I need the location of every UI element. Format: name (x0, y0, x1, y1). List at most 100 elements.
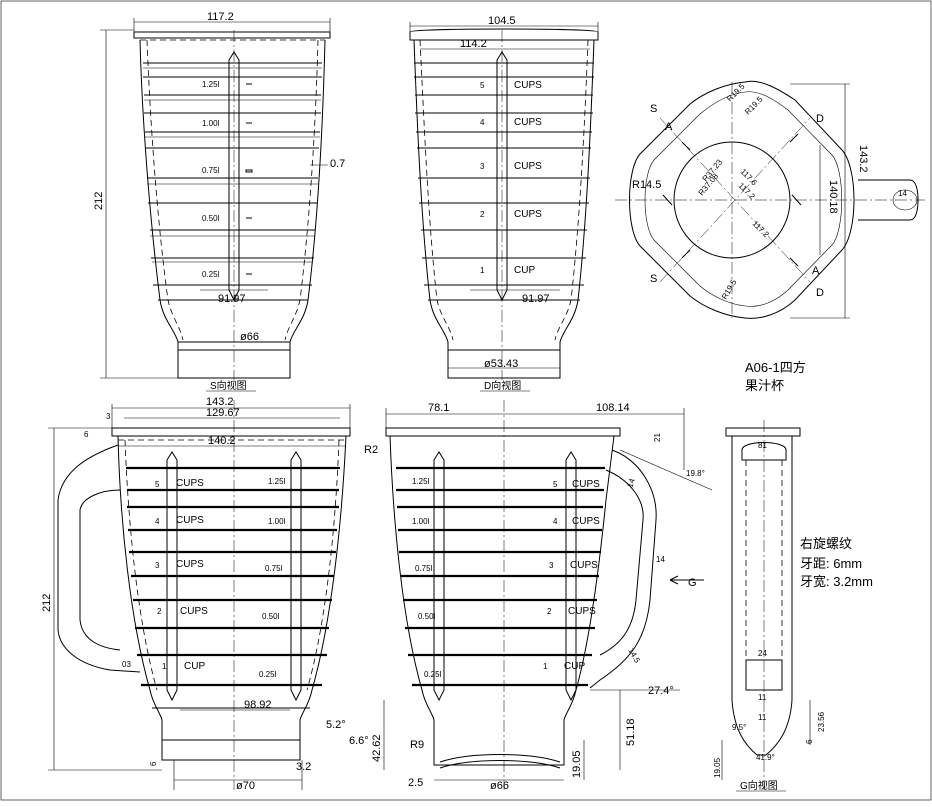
s-view-scale-ticks (245, 83, 253, 275)
top-view-handle-dim: 14 (898, 189, 907, 198)
g-view-caption: G向视图 (740, 779, 778, 792)
front-view-dim-outer: 143.2 (206, 396, 234, 408)
title-line-2: 果汁杯 (745, 378, 784, 393)
d-view-rim (409, 28, 599, 41)
s-view-scale-2: 1.00l (202, 119, 220, 128)
side-view-num-4: 4 (553, 517, 558, 526)
d-view-num-5: 5 (480, 81, 485, 90)
side-view: 1.25l 1.00l 0.75l 0.50l 0.25l 5 CUPS 4 C… (364, 400, 713, 792)
side-view-indicators (433, 451, 577, 702)
s-view-inner-wall (146, 39, 319, 341)
front-view-body (117, 435, 347, 761)
d-view-num-3: 3 (480, 162, 485, 171)
top-view-d3: 117.2 (751, 219, 771, 239)
title-line-1: A06-1四方 (745, 360, 806, 375)
front-view-num-2: 2 (157, 607, 162, 616)
front-view-indicators (166, 451, 302, 702)
front-view-dim-base: ø70 (236, 780, 255, 792)
front-view-dim-rim: 129.67 (206, 407, 240, 419)
g-view-body (731, 436, 793, 756)
g-view-top-slot (741, 442, 787, 461)
d-view-dim-top-text: 104.5 (488, 15, 516, 27)
front-view-liter-2: 1.00l (268, 517, 286, 526)
d-view-graduations (414, 62, 594, 301)
top-view-centerlines (615, 82, 925, 318)
d-view-dim-top (409, 22, 599, 32)
top-view-s-upper: S (650, 103, 657, 115)
d-view-dim-base-text: ø53.43 (484, 358, 518, 370)
s-view-scale-5: 0.25l (202, 270, 220, 279)
d-view-cups-1: CUP (514, 265, 535, 276)
g-view-top (725, 427, 801, 437)
side-view-r2: R2 (364, 444, 378, 456)
side-view-dim-14a: 14 (625, 477, 637, 489)
d-view-cups-3: CUPS (514, 161, 542, 172)
d-view-cups-4: CUPS (514, 117, 542, 128)
side-view-base-dia: ø66 (490, 780, 509, 792)
side-view-dim-14b: 14 (656, 555, 665, 564)
side-view-num-1: 1 (543, 662, 548, 671)
s-view-dim-inner-text: 91.97 (218, 293, 246, 305)
s-view-graduations (143, 62, 322, 301)
front-view-base-lines (152, 707, 310, 741)
s-view-dim-base-text: ø66 (240, 331, 259, 343)
top-view-ribs (662, 133, 802, 267)
d-view-body (413, 39, 595, 379)
s-view: 1.25l 1.00l 0.75l 0.50l 0.25l 117.2 212 … (93, 11, 345, 392)
side-view-arrow-g (669, 575, 704, 585)
thread-note-line-2: 牙距: 6mm (800, 556, 862, 571)
s-view-dim-rib-text: 0.7 (330, 158, 345, 170)
side-view-cups-1: CUP (564, 661, 585, 672)
side-view-dim-top: 78.1 (428, 402, 449, 414)
side-view-num-3: 3 (549, 561, 554, 570)
g-view-angle-419: 41.9° (756, 753, 775, 762)
side-view-liter-3: 0.75l (415, 564, 433, 573)
d-view-cups-5: CUPS (514, 80, 542, 91)
top-view-width-text: 143.2 (857, 145, 869, 173)
front-view-liter-1: 1.25l (268, 477, 286, 486)
side-view-handle (589, 449, 657, 689)
front-view-dim-base-h: 3.2 (296, 761, 311, 773)
front-view-cups-2: CUPS (180, 606, 208, 617)
side-view-body (389, 435, 615, 766)
front-view: 5 CUPS 4 CUPS 3 CUPS 2 CUPS 1 CUP 1.25l … (41, 396, 385, 792)
s-view-caption: S向视图 (210, 379, 247, 392)
g-view-dim-19: 19.05 (713, 757, 722, 778)
side-view-handle-inner (599, 469, 644, 656)
g-view-dim-11b: 11 (758, 713, 767, 722)
front-view-cups-4: CUPS (176, 515, 204, 526)
s-view-rim (133, 31, 331, 39)
side-view-liter-5: 0.25l (424, 670, 442, 679)
s-view-body (139, 39, 326, 379)
side-view-cups-2: CUPS (568, 606, 596, 617)
s-view-dim-top-text: 117.2 (207, 11, 234, 23)
d-view-caption: D向视图 (484, 379, 521, 392)
g-view-dim-23: 23.56 (817, 711, 826, 732)
g-view-dim-mid: 24 (758, 649, 767, 658)
top-view-d-lower: D (816, 287, 824, 299)
s-view-dim-height (100, 29, 178, 379)
front-view-num-5: 5 (155, 480, 160, 489)
g-view: 81 24 11 11 9.5° 41.9° 19.05 23.56 6 G向视… (713, 420, 826, 792)
front-view-dim-foot: 6 (149, 761, 158, 766)
front-view-handle-outer (57, 444, 141, 673)
g-view-dim-top: 81 (758, 441, 767, 450)
d-view: 5 CUPS 4 CUPS 3 CUPS 2 CUPS 1 CUP 104.5 … (409, 15, 599, 392)
side-view-dim-right: 108.14 (596, 402, 630, 414)
s-view-dim-height-text: 212 (93, 192, 105, 210)
front-view-graduations (126, 466, 340, 687)
thread-note-line-3: 牙宽: 3.2mm (800, 574, 873, 589)
side-view-angle-19: 19.8° (686, 469, 705, 478)
s-view-scale-4: 0.50l (202, 214, 220, 223)
front-view-dim-42: 42.62 (371, 734, 383, 762)
d-view-num-1: 1 (480, 266, 485, 275)
side-view-dim-21: 21 (653, 433, 662, 442)
front-view-dim-height: 212 (41, 594, 53, 612)
front-view-dim-3: 3 (106, 412, 111, 421)
front-view-angle-1: 5.2° (326, 719, 346, 731)
side-view-angle-27: 27.4° (648, 685, 674, 697)
top-view-s-lower: S (650, 273, 657, 285)
side-view-gap: 2.5 (408, 777, 423, 789)
